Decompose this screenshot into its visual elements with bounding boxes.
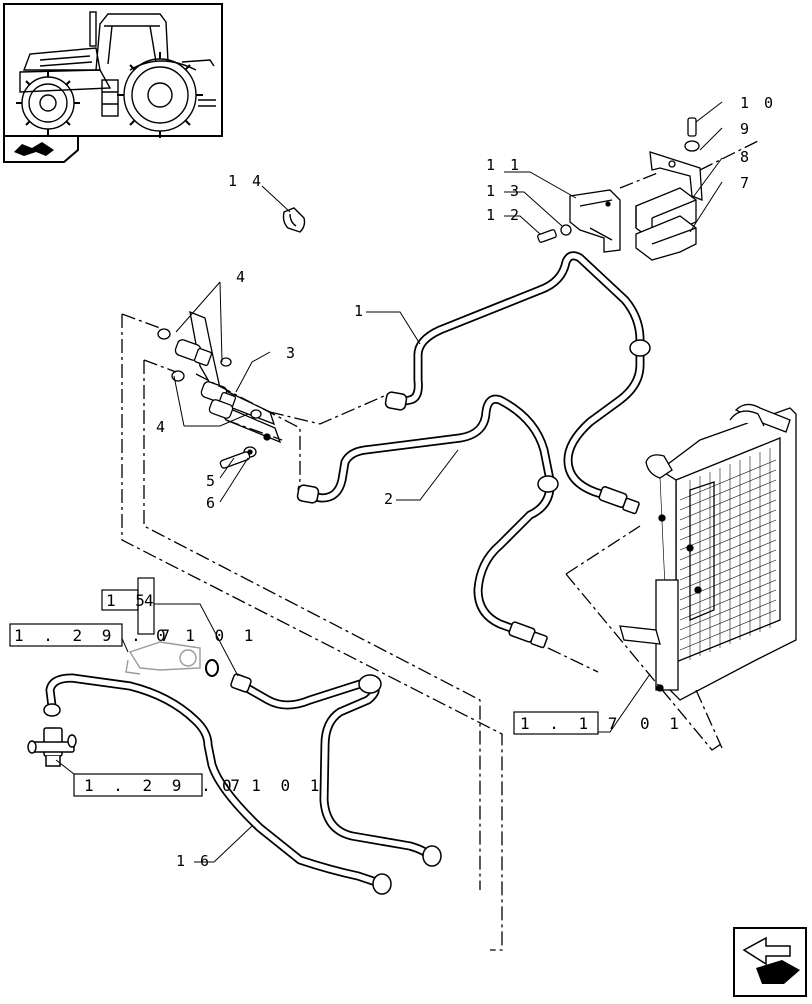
xref-117-tail: 0 1 (640, 714, 684, 733)
xref-1297-bottom-tail: 0 1 0 1 (222, 776, 324, 795)
callout-4-lower: 4 (156, 418, 168, 436)
xref-1297-top-tail: 0 1 0 1 (156, 626, 258, 645)
hose-2[interactable] (303, 394, 555, 637)
sensor-bracket-assembly[interactable] (157, 310, 282, 469)
tee-fitting[interactable] (27, 727, 77, 767)
xref-1297-bottom-boxed: 1 . 2 9 . 7 (84, 776, 245, 795)
callout-5: 5 (206, 472, 218, 490)
xref-154-boxed: 1 5 (106, 591, 150, 610)
next-page-arrow-icon[interactable] (733, 927, 807, 997)
assembly-reference-lines (121, 139, 761, 951)
xref-117[interactable]: 1 . 1 7 0 1 (513, 711, 684, 735)
reference-fitting-ghost (125, 641, 201, 675)
tractor-thumbnail-icon[interactable] (3, 3, 223, 138)
callout-12: 1 2 (486, 206, 522, 224)
callout-4-upper: 4 (236, 268, 248, 286)
hose-1[interactable] (395, 251, 645, 505)
callout-3: 3 (286, 344, 298, 362)
callout-16: 1 6 (176, 852, 212, 870)
callout-9: 9 (740, 120, 752, 138)
radiator-cooler[interactable] (619, 403, 797, 701)
xref-1297-bottom[interactable]: 1 . 2 9 . 7 0 1 0 1 (73, 773, 324, 797)
xref-1297-top[interactable]: 1 . 2 9 . 7 0 1 0 1 (9, 623, 258, 647)
xref-154-tail: 4 (144, 591, 159, 610)
callout-6: 6 (206, 494, 218, 512)
callout-11: 1 1 (486, 156, 522, 174)
callout-10: 1 0 (740, 94, 776, 112)
callout-14: 1 4 (228, 172, 264, 190)
leader-lines (55, 101, 723, 863)
xref-154[interactable]: 1 5 4 (101, 577, 159, 635)
clip-14[interactable] (282, 207, 306, 233)
hose-16[interactable] (45, 673, 435, 889)
top-bracket-assembly[interactable] (537, 117, 703, 261)
callout-7: 7 (740, 174, 752, 192)
callout-8: 8 (740, 148, 752, 166)
xref-117-boxed: 1 . 1 7 (520, 714, 622, 733)
callout-2: 2 (384, 490, 396, 508)
callout-13: 1 3 (486, 182, 522, 200)
section-book-icon[interactable] (3, 135, 79, 163)
hose-fittings (43, 339, 651, 895)
o-ring-15 (205, 659, 219, 677)
callout-1: 1 (354, 302, 366, 320)
radiator-core-fins (679, 448, 777, 660)
xref-1297-top-boxed: 1 . 2 9 . 7 (14, 626, 175, 645)
